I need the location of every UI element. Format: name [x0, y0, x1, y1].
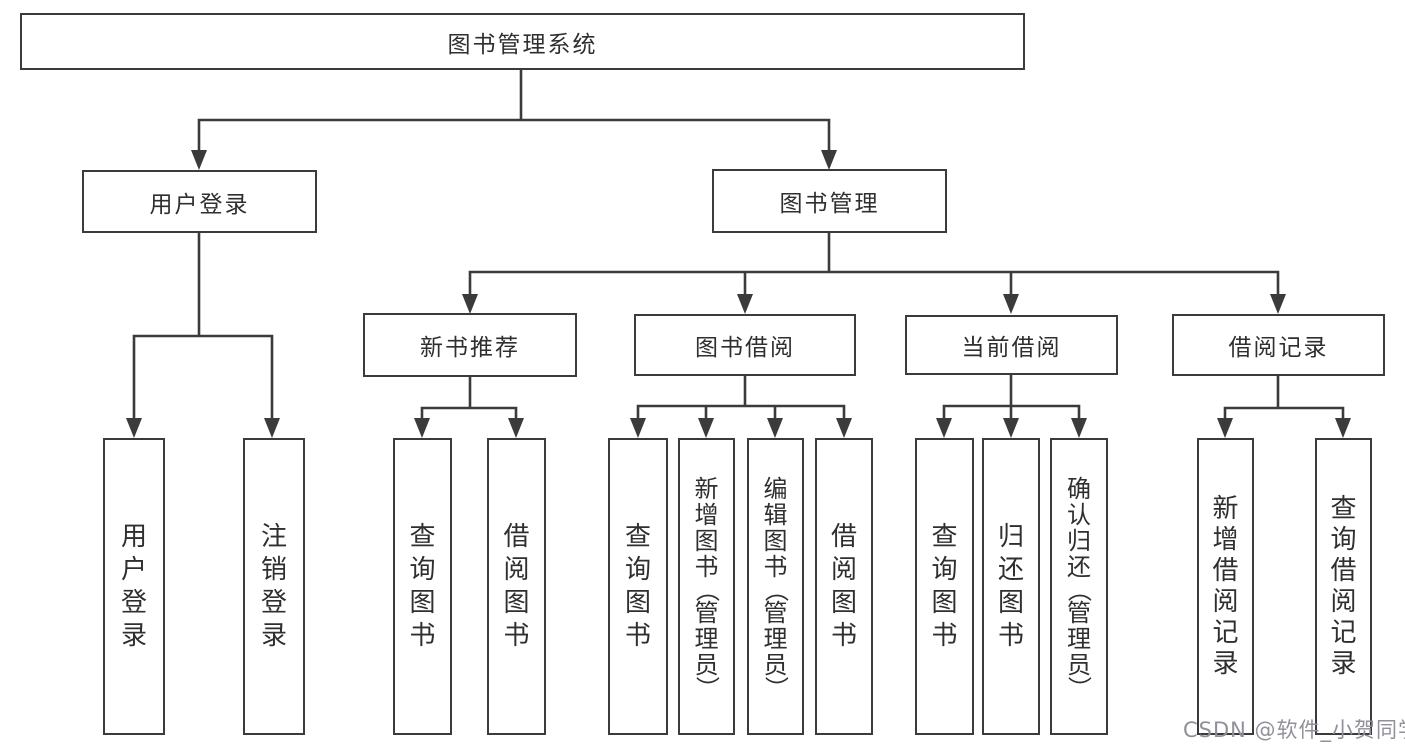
- node-borrowing-records: 借阅记录: [1172, 314, 1385, 376]
- connector-line: [942, 373, 1081, 426]
- arrowhead: [1335, 418, 1351, 438]
- arrowhead: [698, 418, 714, 438]
- node-label: 图书管理系统: [447, 31, 598, 58]
- node-query-books-borrowing: 查询图书: [608, 438, 668, 735]
- connector-line: [468, 231, 1280, 302]
- arrowhead: [462, 294, 478, 314]
- node-label: 图书借阅: [695, 335, 795, 361]
- node-label: 当前借阅: [961, 335, 1062, 361]
- node-label: 用户登录: [149, 191, 250, 218]
- arrowhead: [630, 418, 646, 438]
- arrowhead: [126, 418, 142, 438]
- connector-line: [420, 375, 518, 426]
- connector-line: [636, 374, 846, 426]
- node-book-management: 图书管理: [712, 169, 947, 233]
- connector-line: [132, 231, 274, 426]
- watermark: CSDN @软件_小贺同学: [1183, 718, 1405, 742]
- node-label: 借阅图书: [830, 522, 857, 651]
- node-query-books-current: 查询图书: [915, 438, 974, 735]
- arrowhead: [414, 418, 430, 438]
- node-label: 图书管理: [779, 191, 880, 217]
- node-label: 新增借阅记录: [1212, 494, 1239, 679]
- arrowhead: [191, 150, 207, 170]
- arrowhead: [1071, 418, 1087, 438]
- node-label: 借阅图书: [503, 522, 530, 651]
- node-label: 用户登录: [120, 522, 147, 651]
- node-label: 归还图书: [997, 522, 1024, 651]
- node-edit-books-admin: 编辑图书（管理员）: [747, 438, 804, 735]
- connector-line: [197, 68, 831, 158]
- node-label: 新书推荐: [420, 335, 520, 361]
- node-new-book-recommend: 新书推荐: [363, 313, 577, 377]
- node-query-borrow-record: 查询借阅记录: [1315, 438, 1372, 735]
- arrowhead: [1217, 418, 1233, 438]
- arrowhead: [821, 150, 837, 170]
- node-label: 查询图书: [931, 522, 958, 651]
- node-borrow-books-recommend: 借阅图书: [487, 438, 546, 735]
- arrowhead: [836, 418, 852, 438]
- arrowhead: [264, 418, 280, 438]
- node-query-books-recommend: 查询图书: [393, 438, 452, 735]
- arrowhead: [1270, 294, 1286, 314]
- node-user-login-action: 用户登录: [103, 438, 165, 735]
- node-label: 新增图书（管理员）: [692, 474, 721, 700]
- node-label: 注销登录: [260, 522, 287, 651]
- node-borrow-books-borrowing: 借阅图书: [815, 438, 873, 735]
- node-book-borrowing: 图书借阅: [634, 314, 856, 376]
- node-label: 借阅记录: [1228, 335, 1329, 361]
- connector-line: [1223, 374, 1345, 426]
- node-root: 图书管理系统: [20, 13, 1025, 70]
- node-label: 编辑图书（管理员）: [761, 474, 790, 700]
- node-label: 确认归还（管理员）: [1065, 474, 1093, 700]
- arrowhead: [1003, 418, 1019, 438]
- arrowhead: [936, 418, 952, 438]
- node-label: 查询借阅记录: [1330, 494, 1357, 679]
- node-confirm-return-admin: 确认归还（管理员）: [1050, 438, 1108, 735]
- node-user-login: 用户登录: [82, 170, 317, 233]
- node-logout-action: 注销登录: [243, 438, 305, 735]
- node-add-books-admin: 新增图书（管理员）: [678, 438, 735, 735]
- node-return-books: 归还图书: [982, 438, 1040, 735]
- arrowhead: [737, 294, 753, 314]
- arrowhead: [767, 418, 783, 438]
- node-label: 查询图书: [624, 522, 651, 651]
- node-label: 查询图书: [409, 522, 436, 651]
- arrowhead: [1003, 294, 1019, 314]
- arrowhead: [508, 418, 524, 438]
- node-current-borrowing: 当前借阅: [905, 315, 1118, 375]
- node-add-borrow-record: 新增借阅记录: [1197, 438, 1254, 735]
